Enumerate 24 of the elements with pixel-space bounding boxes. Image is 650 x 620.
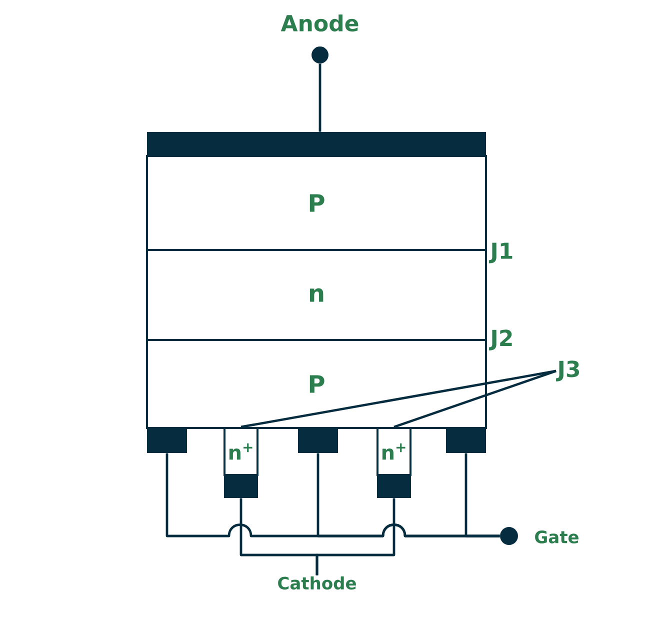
semiconductor-layer: P	[146, 155, 487, 251]
contact-pad	[377, 475, 411, 498]
contact-pad	[298, 428, 338, 453]
junction-label: J1	[488, 242, 512, 264]
doped-region: n$^{+}$	[376, 427, 412, 476]
wire	[318, 64, 322, 132]
wire	[316, 498, 396, 576]
terminal-dot	[500, 527, 518, 545]
leader-line	[394, 370, 556, 428]
terminal-label: Cathode	[278, 576, 356, 590]
contact-bar	[147, 132, 486, 156]
contact-pad	[446, 428, 486, 453]
terminal-label: Gate	[535, 530, 578, 544]
semiconductor-layer: P	[146, 339, 487, 429]
doped-region: n$^{+}$	[224, 427, 258, 476]
wire	[464, 453, 500, 538]
contact-pad	[147, 428, 187, 453]
terminal-dot	[312, 46, 328, 64]
contact-pad	[224, 475, 258, 498]
junction-label: J2	[488, 330, 512, 350]
semiconductor-layer: n	[146, 249, 487, 341]
terminal-label: Anode	[280, 14, 358, 32]
junction-label: J3	[556, 360, 579, 382]
leader-line	[240, 370, 556, 428]
